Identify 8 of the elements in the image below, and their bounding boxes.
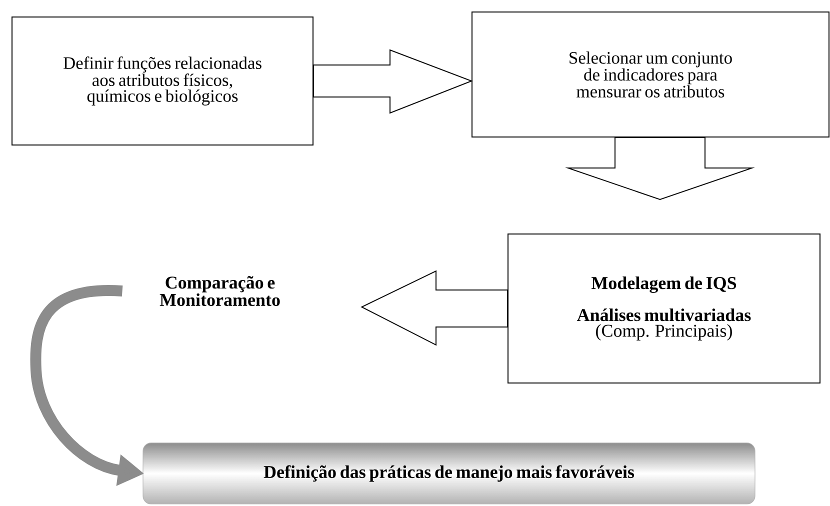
block-arrow — [360, 270, 508, 346]
process-box: Modelagem de IQS Análises multivariadas (Comp. Principais) — [508, 234, 820, 384]
block-arrow — [565, 137, 755, 200]
result-banner: Definição das práticas de manejo mais favoráveis — [142, 442, 756, 504]
block-arrow — [313, 49, 473, 114]
process-label: Comparação e Monitoramento — [160, 276, 280, 306]
process-box: Selecionar um conjunto de indicadores para mensurar os atributos — [472, 12, 830, 138]
process-box: Definir funções relacionadas aos atributos físicos, químicos e biológicos — [12, 16, 314, 146]
